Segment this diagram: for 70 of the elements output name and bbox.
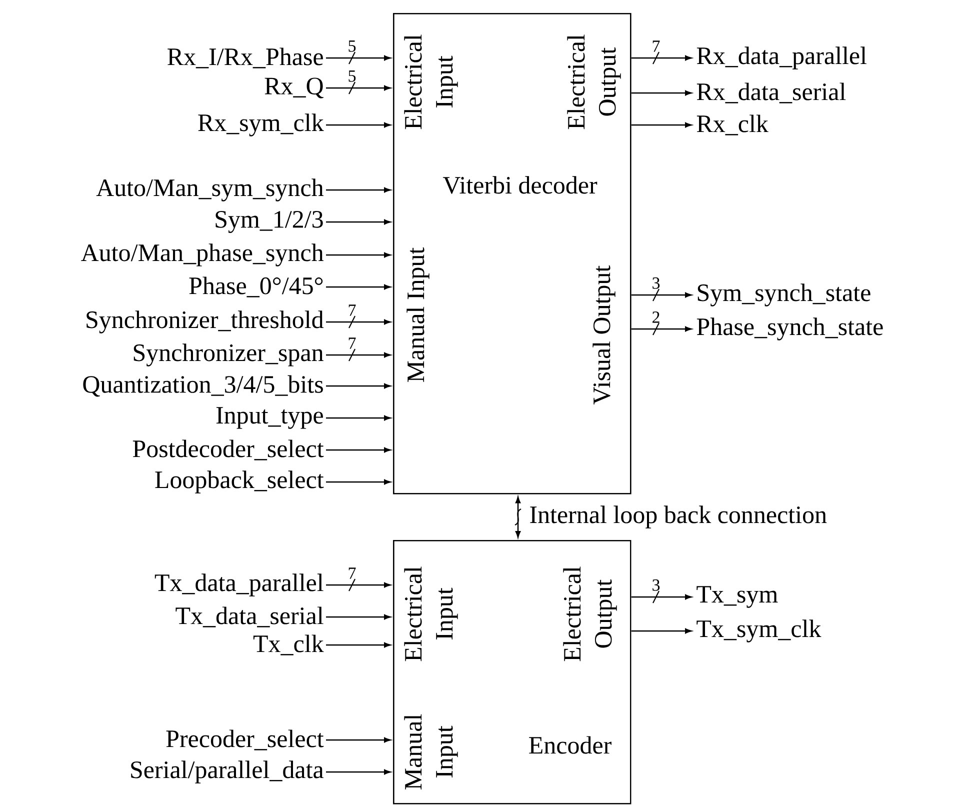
block-title: Encoder bbox=[529, 736, 612, 754]
arrow bbox=[631, 122, 692, 128]
signal-label: Rx_clk bbox=[696, 114, 768, 136]
arrow bbox=[326, 614, 391, 620]
arrow bbox=[326, 82, 391, 94]
signal-label: Input_type bbox=[216, 407, 323, 429]
arrow bbox=[326, 383, 391, 389]
arrow bbox=[631, 52, 692, 64]
bus-width-label: 7 bbox=[652, 40, 660, 52]
port-group-label: Electrical Input bbox=[404, 34, 458, 130]
signal-label: Precoder_select bbox=[166, 730, 324, 750]
arrow bbox=[326, 122, 391, 128]
signal-label: Tx_data_parallel bbox=[154, 574, 324, 596]
edge-label: Internal loop back connection bbox=[530, 506, 827, 528]
arrow bbox=[326, 415, 391, 421]
signal-label: Tx_data_serial bbox=[176, 606, 324, 628]
arrow bbox=[631, 288, 692, 302]
arrow bbox=[326, 187, 391, 193]
arrow bbox=[326, 348, 391, 362]
signal-label: Loopback_select bbox=[155, 470, 324, 494]
bus-width-label: 7 bbox=[348, 568, 356, 579]
signal-label: Quantization_3/4/5_bits bbox=[83, 375, 323, 397]
signal-label: Tx_sym_clk bbox=[696, 620, 822, 642]
signal-label: Rx_data_serial bbox=[696, 82, 846, 104]
port-group-label: Manual Input bbox=[404, 714, 458, 790]
arrow bbox=[631, 590, 692, 604]
signal-label: Rx_I/Rx_Phase bbox=[168, 48, 323, 68]
bus-width-label: 5 bbox=[348, 70, 356, 82]
bus-width-label: 7 bbox=[348, 338, 356, 349]
bus-width-label: 5 bbox=[348, 40, 356, 52]
arrow bbox=[326, 219, 391, 225]
port-group-label: Visual Output bbox=[592, 265, 616, 404]
arrow bbox=[326, 769, 391, 775]
arrow bbox=[326, 737, 391, 743]
port-group-label: Manual Input bbox=[406, 247, 430, 382]
signal-label: Rx_sym_clk bbox=[198, 114, 324, 136]
arrow bbox=[631, 322, 692, 336]
arrow bbox=[326, 52, 391, 64]
signal-label: Tx_sym bbox=[696, 586, 778, 608]
signal-label: Phase_0°/45° bbox=[189, 276, 323, 298]
signal-label: Rx_data_parallel bbox=[696, 46, 866, 70]
signal-label: Postdecoder_select bbox=[132, 440, 324, 460]
arrow bbox=[326, 479, 391, 485]
arrow bbox=[631, 628, 692, 634]
port-group-label: Electrical Output bbox=[567, 34, 621, 130]
port-group-label: Electrical Input bbox=[404, 566, 458, 662]
port-group-label: Electrical Output bbox=[563, 566, 617, 662]
signal-label: Auto/Man_phase_synch bbox=[81, 244, 324, 266]
arrow bbox=[326, 642, 391, 648]
bus-width-label: 3 bbox=[652, 277, 660, 289]
bus-width-label: 3 bbox=[652, 579, 660, 591]
signal-label: Tx_clk bbox=[253, 634, 324, 656]
bus-width-label: 2 bbox=[652, 312, 660, 323]
bus-arrow bbox=[514, 496, 522, 538]
arrow bbox=[326, 316, 391, 328]
signal-label: Phase_synch_state bbox=[696, 318, 883, 340]
signal-label: Sym_1/2/3 bbox=[216, 211, 323, 233]
signal-label: Rx_Q bbox=[264, 78, 324, 98]
signal-label: Sym_synch_state bbox=[698, 284, 870, 306]
arrow bbox=[326, 578, 391, 592]
block-title: Viterbi decoder bbox=[442, 176, 598, 194]
bus-width-label: 7 bbox=[348, 304, 356, 316]
arrow bbox=[631, 90, 692, 96]
arrow bbox=[326, 447, 391, 453]
signal-label: Auto/Man_sym_synch bbox=[96, 178, 324, 202]
signal-label: Synchronizer_span bbox=[134, 344, 324, 366]
arrow bbox=[326, 252, 391, 258]
signal-label: Serial/parallel_data bbox=[131, 760, 324, 784]
arrow bbox=[326, 284, 391, 290]
signal-label: Synchronizer_threshold bbox=[86, 310, 324, 334]
